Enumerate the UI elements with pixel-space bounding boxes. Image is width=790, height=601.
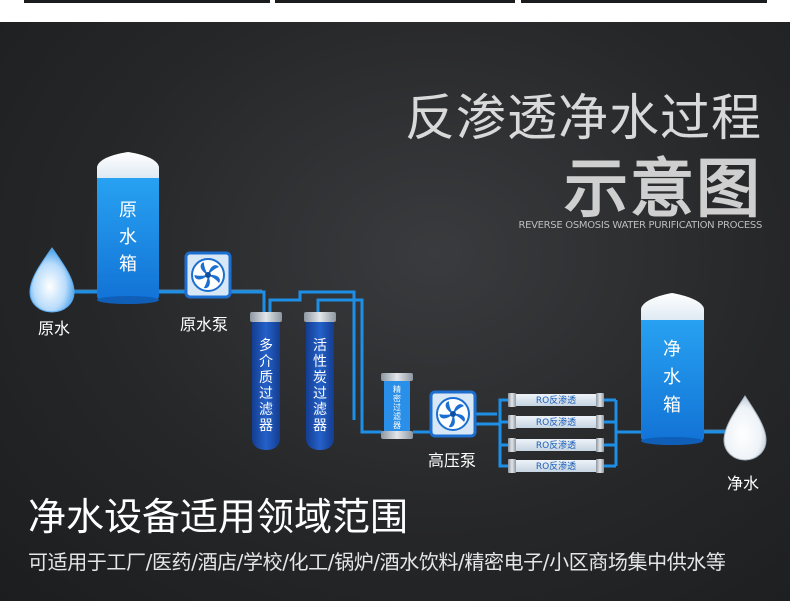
title-line2: 示意图 bbox=[564, 153, 762, 227]
pure-tank-char: 净 bbox=[663, 339, 681, 360]
high-pressure-pump-icon bbox=[429, 390, 477, 438]
raw-water-label: 原水 bbox=[38, 319, 70, 338]
filter1-char: 多 bbox=[259, 337, 273, 354]
pure-tank-char: 水 bbox=[663, 367, 681, 388]
top-white-strip bbox=[0, 0, 790, 22]
top-strip-divider bbox=[275, 0, 515, 3]
filter1-char: 滤 bbox=[259, 402, 273, 418]
raw-pump-label: 原水泵 bbox=[180, 315, 228, 334]
multi-media-filter bbox=[250, 312, 282, 450]
ro-membrane-2 bbox=[508, 415, 604, 429]
filter1-char: 过 bbox=[259, 386, 273, 402]
precision-filter-char: 精 bbox=[393, 384, 401, 394]
subtitle: REVERSE OSMOSIS WATER PURIFICATION PROCE… bbox=[518, 220, 762, 231]
precision-filter-char: 器 bbox=[393, 421, 401, 430]
ro-membrane-1 bbox=[508, 393, 604, 407]
ro-membrane-4 bbox=[508, 459, 604, 473]
ro-membrane-3 bbox=[508, 438, 604, 452]
filter1-char: 器 bbox=[259, 418, 273, 434]
top-strip-divider bbox=[521, 0, 767, 3]
filter2-char: 活 bbox=[313, 338, 327, 354]
raw-water-drop-icon bbox=[29, 247, 75, 313]
raw-water-pump-icon bbox=[184, 251, 232, 299]
filter2-char: 性 bbox=[313, 354, 327, 370]
ro-label: RO反渗透 bbox=[536, 394, 576, 406]
applications-description: 可适用于工厂/医药/酒店/学校/化工/锅炉/酒水饮料/精密电子/小区商场集中供水… bbox=[28, 550, 726, 574]
pure-tank-char: 箱 bbox=[663, 395, 681, 416]
ro-label: RO反渗透 bbox=[536, 460, 576, 472]
raw-water-tank bbox=[97, 152, 159, 304]
activated-carbon-filter bbox=[304, 312, 336, 450]
precision-filter-char: 过 bbox=[393, 402, 401, 412]
pure-water-label: 净水 bbox=[727, 474, 759, 493]
raw-tank-char: 水 bbox=[119, 227, 137, 248]
filter2-char: 滤 bbox=[313, 402, 327, 418]
filter1-char: 质 bbox=[259, 370, 273, 386]
ro-label: RO反渗透 bbox=[536, 416, 576, 428]
hp-pump-label: 高压泵 bbox=[428, 451, 476, 470]
applications-title: 净水设备适用领域范围 bbox=[28, 495, 409, 539]
raw-tank-char: 箱 bbox=[119, 254, 137, 275]
precision-filter-char: 滤 bbox=[393, 411, 401, 421]
pure-water-drop-icon bbox=[723, 395, 767, 461]
pure-water-tank bbox=[641, 293, 704, 445]
filter2-char: 过 bbox=[313, 386, 327, 402]
top-strip-divider bbox=[24, 0, 270, 3]
ro-label: RO反渗透 bbox=[536, 439, 576, 451]
filter1-char: 介 bbox=[259, 354, 273, 370]
precision-filter bbox=[381, 373, 413, 439]
filter2-char: 炭 bbox=[313, 370, 327, 386]
pipes bbox=[64, 290, 740, 468]
title-line1: 反渗透净水过程 bbox=[405, 89, 762, 147]
precision-filter-char: 密 bbox=[393, 393, 401, 403]
filter2-char: 器 bbox=[313, 418, 327, 434]
raw-tank-char: 原 bbox=[119, 200, 137, 221]
